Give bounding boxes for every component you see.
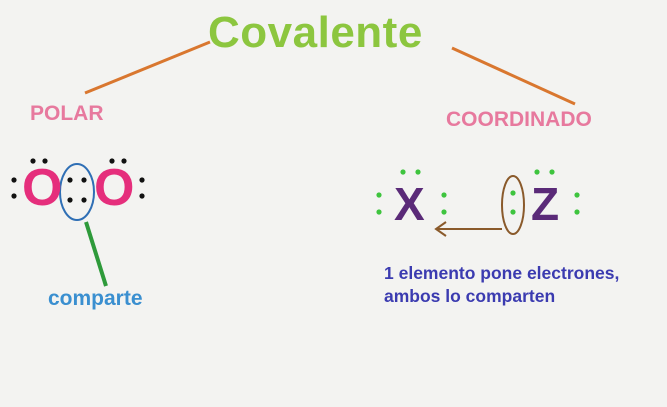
coordinado-caption: 1 elemento pone electrones, ambos lo com… (384, 263, 620, 306)
polar-electron-dots (11, 158, 145, 203)
donation-arrow-head (434, 221, 447, 237)
coordinado-label: COORDINADO (446, 108, 592, 131)
coordinado-electron-dots (376, 169, 580, 215)
comparte-caption: comparte (48, 287, 143, 310)
comparte-connector (84, 221, 108, 287)
diagram-title: Covalente (208, 8, 423, 57)
polar-label: POLAR (30, 102, 104, 125)
oxygen-atom-right: O (94, 159, 135, 217)
atom-z: Z (531, 178, 560, 230)
oxygen-atom-left: O (22, 159, 63, 217)
shared-electrons-ellipse (59, 163, 95, 221)
donated-pair-ellipse (501, 175, 525, 235)
atom-x: X (394, 178, 425, 230)
branch-line-polar (84, 40, 211, 95)
branch-line-coordinado (451, 46, 576, 106)
